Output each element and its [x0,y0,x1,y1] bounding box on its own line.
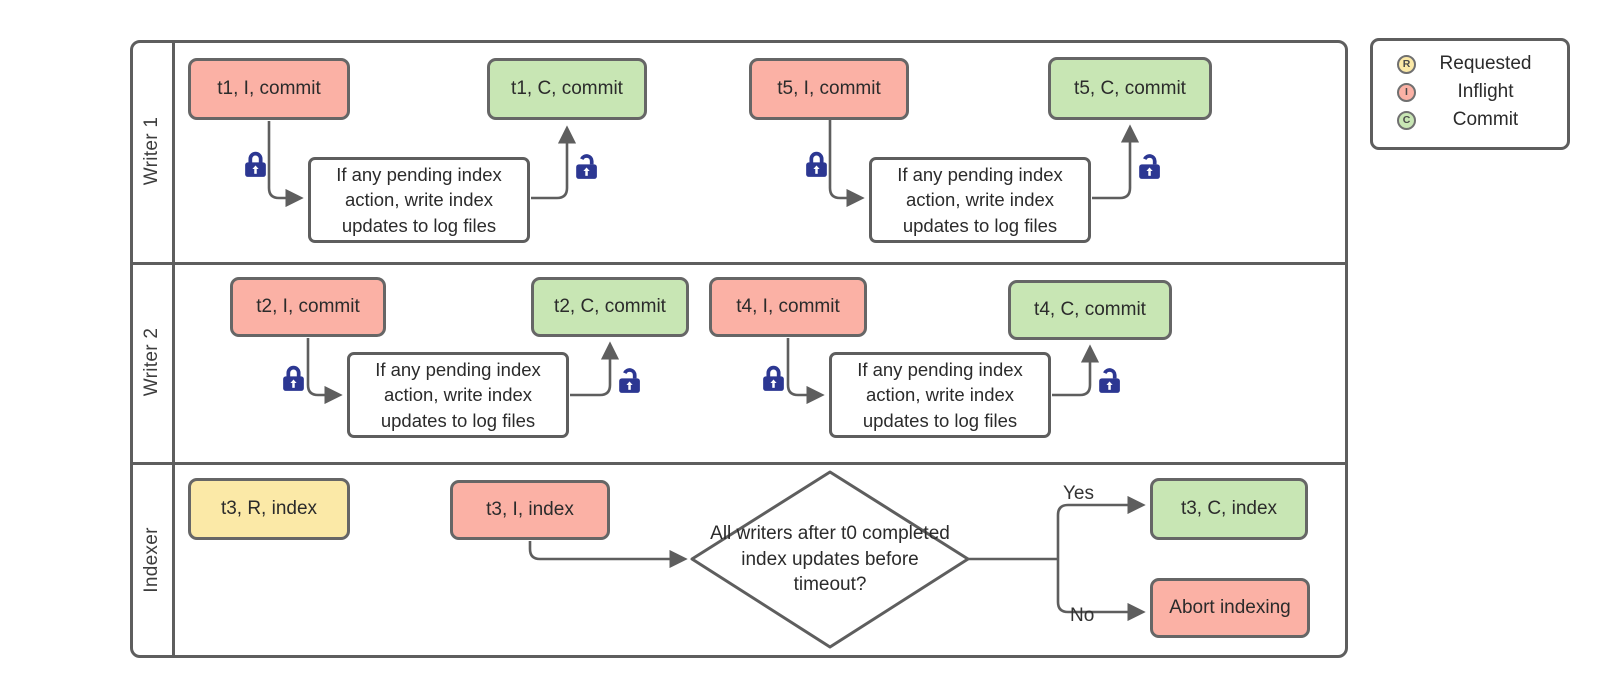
lock-open-icon [619,368,640,393]
decision-question-text: All writers after t0 completed index upd… [710,523,950,596]
legend-requested-icon: R [1397,54,1416,74]
node-t3-inflight: t3, I, index [450,480,610,540]
process-box-writer1-a: If any pending index action, write index… [308,157,530,243]
lock-open-icon [1139,154,1160,179]
node-t3-requested: t3, R, index [188,478,350,540]
lock-closed-icon [763,365,784,391]
wire-t4-to-process [786,338,825,405]
lock-open-icon [576,154,597,179]
legend-row-requested: R Requested [1397,50,1555,78]
branch-yes-label: Yes [1063,483,1094,504]
node-t4-commit: t4, C, commit [1008,280,1172,340]
wire-branch-no [1056,559,1146,622]
legend-row-inflight: I Inflight [1397,78,1555,106]
wire-t3i-to-decision [528,541,688,569]
node-t1-inflight: t1, I, commit [188,58,350,120]
wire-process-to-t4c [1052,344,1100,397]
lock-closed-icon [806,151,827,177]
legend-inflight-icon: I [1397,82,1416,102]
wire-process-to-t5c [1092,124,1140,200]
process-box-writer1-b: If any pending index action, write index… [869,157,1091,243]
node-t1-commit: t1, C, commit [487,58,647,120]
process-box-writer2-a: If any pending index action, write index… [347,352,569,438]
wire-branch-yes [1056,495,1146,559]
process-box-writer2-b: If any pending index action, write index… [829,352,1051,438]
legend-commit-label: Commit [1452,109,1519,130]
wire-process-to-t2c [570,341,620,397]
legend: R Requested I Inflight C Commit [1370,38,1570,150]
node-abort-indexing: Abort indexing [1150,578,1310,638]
node-t2-commit: t2, C, commit [531,277,689,337]
lane-label-column-divider [172,41,175,657]
wire-t1-to-process [267,121,304,208]
node-t5-inflight: t5, I, commit [749,58,909,120]
wire-process-to-t1c [531,125,577,200]
lock-closed-icon [283,365,304,391]
lock-closed-icon [245,151,266,177]
decision-question: All writers after t0 completed index upd… [692,489,968,630]
node-t4-inflight: t4, I, commit [709,277,867,337]
branch-no-label: No [1070,605,1095,626]
wire-t2-to-process [306,338,343,405]
legend-requested-label: Requested [1439,53,1532,74]
node-t2-inflight: t2, I, commit [230,277,386,337]
lane-divider-2 [131,462,1347,465]
node-t5-commit: t5, C, commit [1048,57,1212,120]
lane-divider-1 [131,262,1347,265]
swimlane-frame [130,40,1348,658]
legend-row-commit: C Commit [1397,106,1555,134]
decision-diamond-shape [690,470,970,649]
legend-inflight-label: Inflight [1457,81,1514,102]
legend-commit-icon: C [1397,110,1416,130]
node-t3-commit: t3, C, index [1150,478,1308,540]
lock-open-icon [1099,368,1120,393]
wire-t5-to-process [828,119,865,208]
